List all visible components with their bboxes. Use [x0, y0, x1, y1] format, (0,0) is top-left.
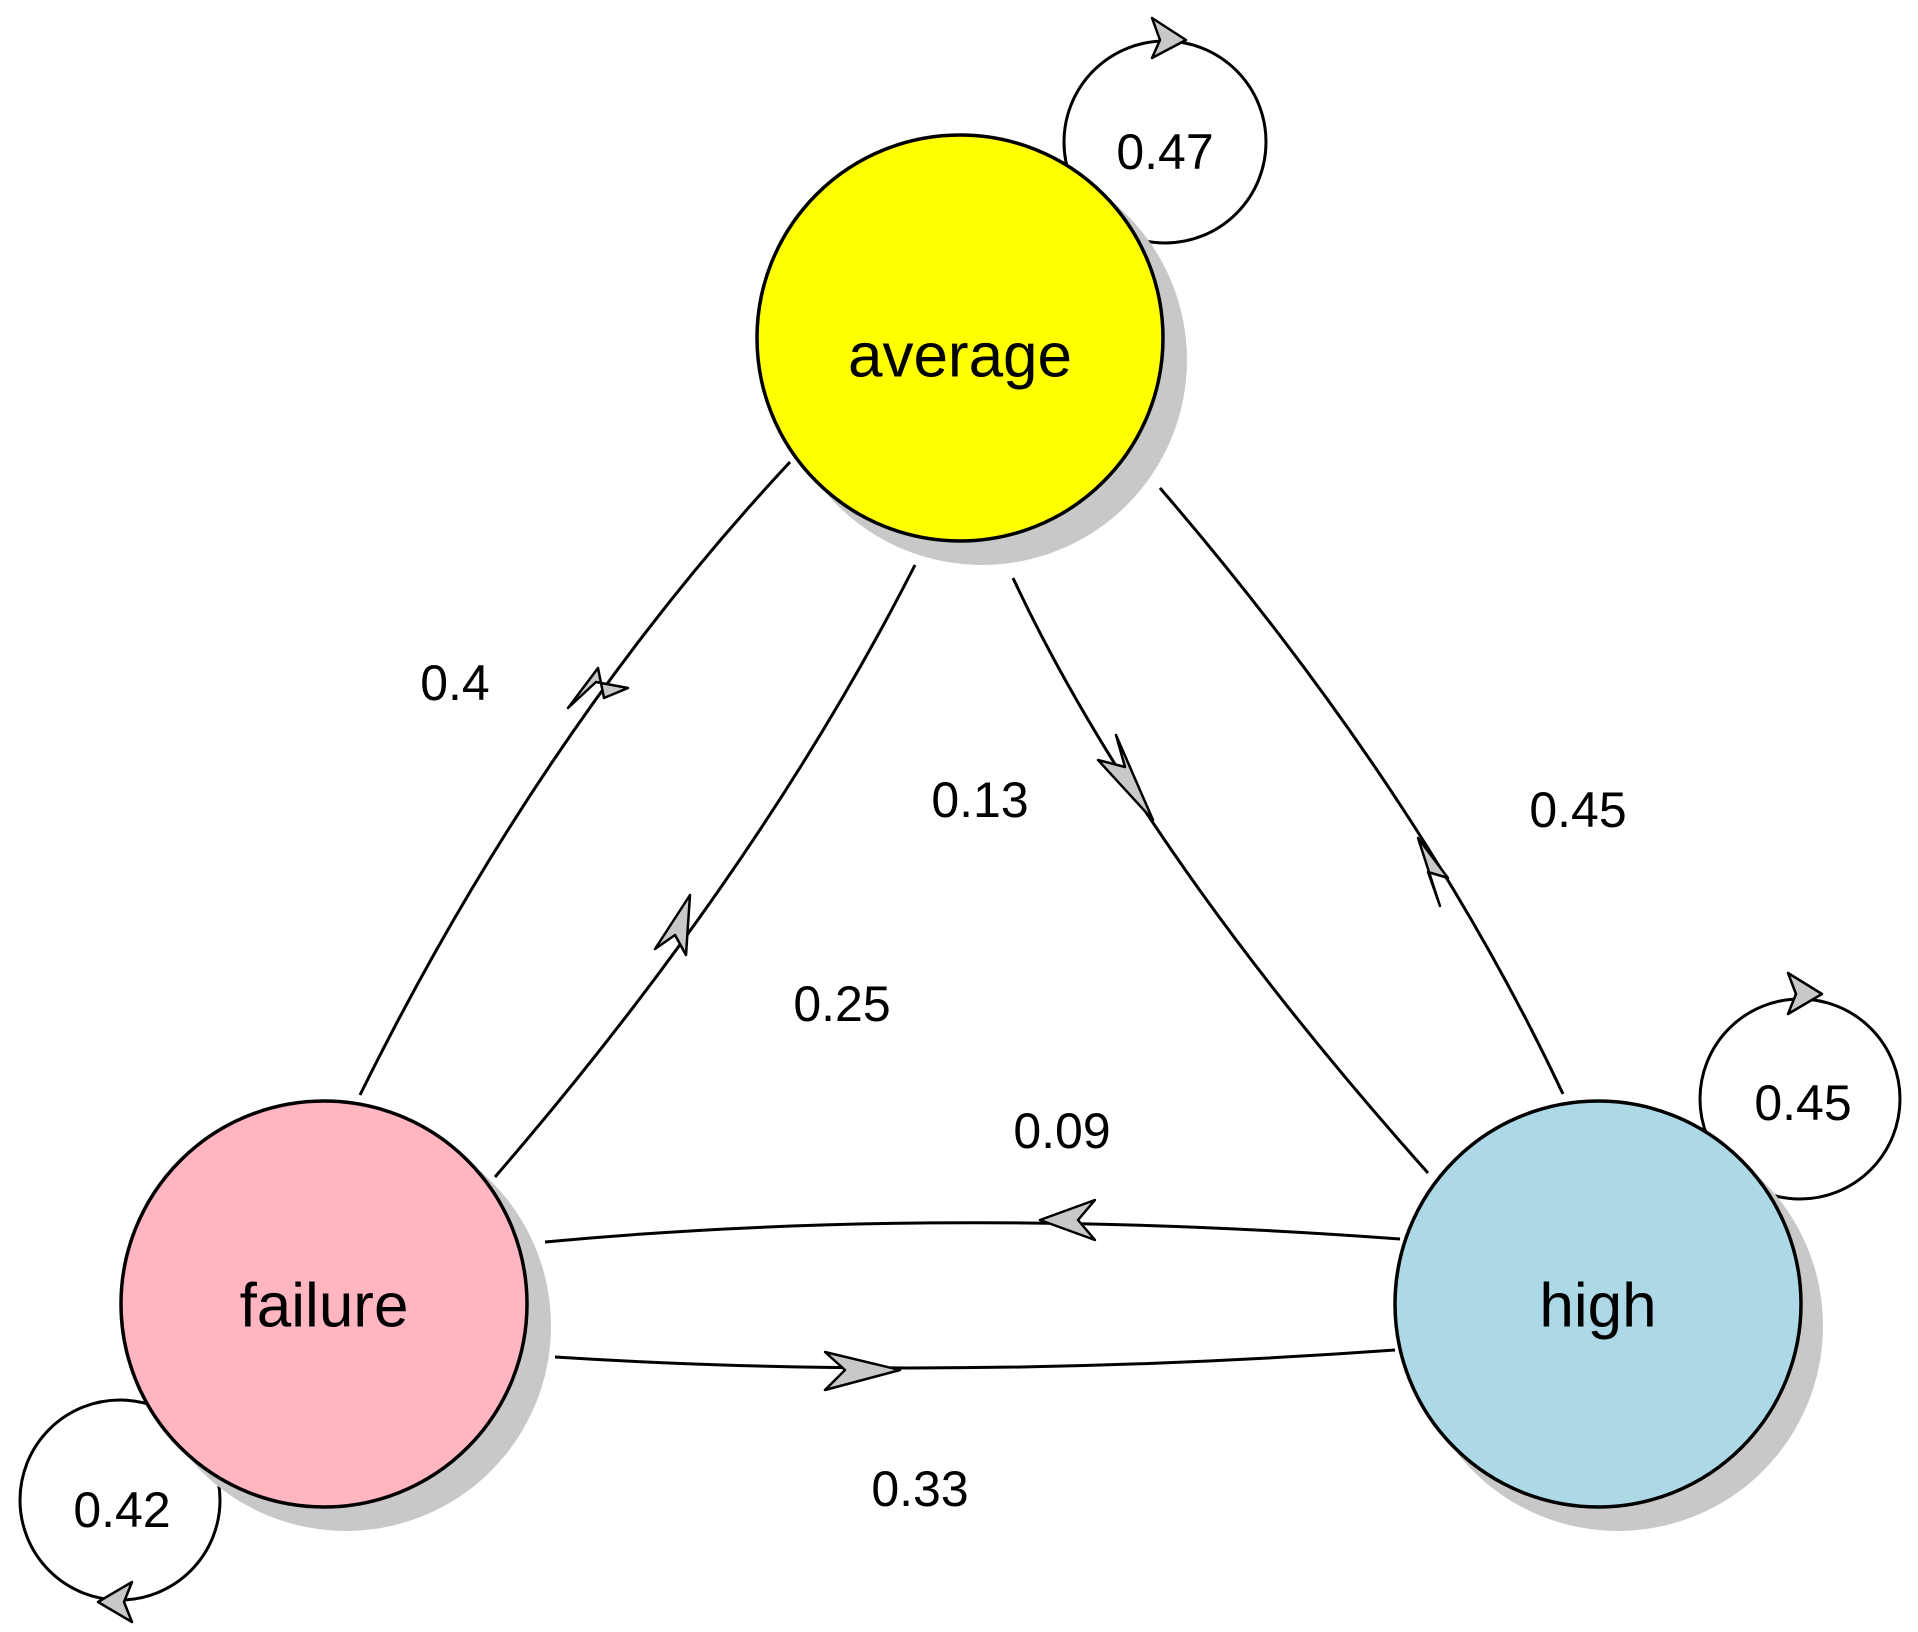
label-failure-to-average: 0.25 — [793, 976, 890, 1032]
edge-failure-to-average — [493, 564, 917, 1178]
node-average: average — [755, 133, 1165, 543]
node-failure-label: failure — [240, 1272, 409, 1341]
arrow-high-to-failure — [1038, 1198, 1097, 1242]
label-average-to-high: 0.13 — [931, 772, 1028, 828]
edge-average-to-high — [1011, 577, 1430, 1174]
node-average-label: average — [848, 322, 1072, 391]
label-high-to-failure: 0.09 — [1013, 1103, 1110, 1159]
arrow-high-to-average — [1416, 836, 1450, 908]
arrow-average-to-high — [1096, 733, 1155, 822]
edge-arrows — [566, 666, 1450, 1392]
node-high-circle — [1393, 1099, 1803, 1509]
label-loop-failure: 0.42 — [73, 1482, 170, 1538]
label-average-to-failure: 0.4 — [420, 655, 490, 711]
edge-failure-to-high — [554, 1348, 1396, 1370]
node-high: high — [1393, 1099, 1803, 1509]
loop-failure-arrow — [96, 1580, 134, 1624]
label-loop-average: 0.47 — [1116, 124, 1213, 180]
edge-high-to-average — [1158, 487, 1565, 1095]
arrow-average-to-failure — [566, 666, 630, 710]
node-failure: failure — [119, 1099, 529, 1509]
edge-average-to-failure — [358, 460, 792, 1096]
label-failure-to-high: 0.33 — [871, 1461, 968, 1517]
edges — [358, 460, 1565, 1370]
edge-labels: 0.4 0.25 0.13 0.45 0.09 0.33 — [420, 655, 1626, 1517]
node-failure-circle — [119, 1099, 529, 1509]
node-high-label: high — [1539, 1272, 1656, 1341]
label-loop-high: 0.45 — [1754, 1075, 1851, 1131]
node-average-circle — [755, 133, 1165, 543]
loop-high-arrow — [1786, 971, 1824, 1016]
loop-labels: 0.47 0.45 0.42 — [73, 124, 1851, 1538]
arrow-failure-to-high — [823, 1350, 902, 1392]
edge-high-to-failure — [544, 1221, 1401, 1244]
label-high-to-average: 0.45 — [1529, 782, 1626, 838]
arrow-failure-to-average — [653, 893, 692, 957]
loop-high — [1698, 971, 1902, 1201]
loop-average — [1062, 16, 1268, 245]
loop-average-arrow — [1150, 16, 1188, 60]
loop-failure — [18, 1398, 222, 1624]
